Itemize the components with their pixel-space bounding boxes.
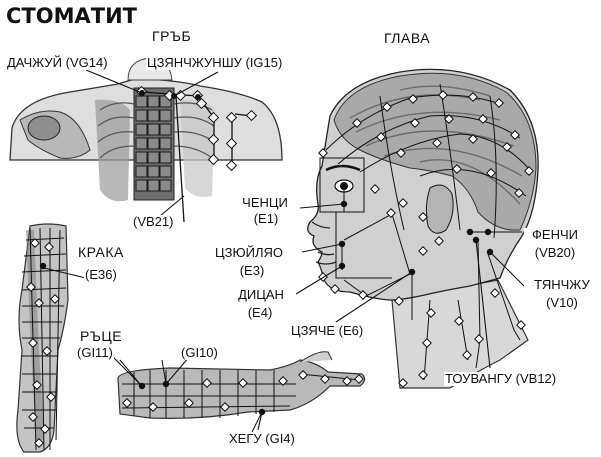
region-label-back: ГРЪБ bbox=[152, 28, 192, 44]
leg-illustration bbox=[16, 223, 87, 453]
point-label-e36: (E36) bbox=[84, 267, 118, 282]
region-label-legs: КРАКА bbox=[78, 244, 124, 260]
point-label-ig15: ЦЗЯНЧЖУНШУ (IG15) bbox=[146, 55, 284, 70]
point-label-e3-name: ЦЗЮЙЛЯО bbox=[198, 246, 300, 260]
point-label-e4-name: ДИЦАН bbox=[226, 288, 296, 302]
point-label-gi10: (GI10) bbox=[180, 345, 219, 360]
point-label-e4-code: (E4) bbox=[236, 306, 284, 320]
back-illustration bbox=[9, 57, 283, 223]
point-label-v10-code: (V10) bbox=[530, 296, 594, 310]
point-label-v10-name: ТЯНЧЖУ bbox=[524, 278, 600, 292]
point-label-vb20-name: ФЕНЧИ bbox=[524, 228, 586, 242]
point-label-gi4: ХЕГУ (GI4) bbox=[228, 431, 296, 446]
point-label-gi11: (GI11) bbox=[76, 345, 114, 360]
page-title: СТОМАТИТ bbox=[6, 4, 137, 28]
arm-illustration bbox=[117, 351, 366, 433]
region-label-arms: РЪЦЕ bbox=[80, 328, 123, 344]
point-label-e3-code: (E3) bbox=[228, 264, 276, 278]
point-label-e1-code: (E1) bbox=[242, 212, 290, 226]
head-illustration bbox=[307, 68, 539, 389]
point-label-e1-name: ЧЕНЦИ bbox=[232, 196, 298, 210]
point-label-vb12: ТОУВАНГУ (VB12) bbox=[444, 371, 558, 386]
point-label-vb21: (VB21) bbox=[132, 214, 175, 229]
region-label-head: ГЛАВА bbox=[384, 30, 431, 46]
leader-lines bbox=[85, 69, 525, 431]
point-label-vg14: ДАЧЖУЙ (VG14) bbox=[6, 55, 109, 70]
point-label-vb20-code: (VB20) bbox=[524, 246, 586, 260]
point-label-e6: ЦЗЯЧЕ (E6) bbox=[290, 323, 365, 338]
